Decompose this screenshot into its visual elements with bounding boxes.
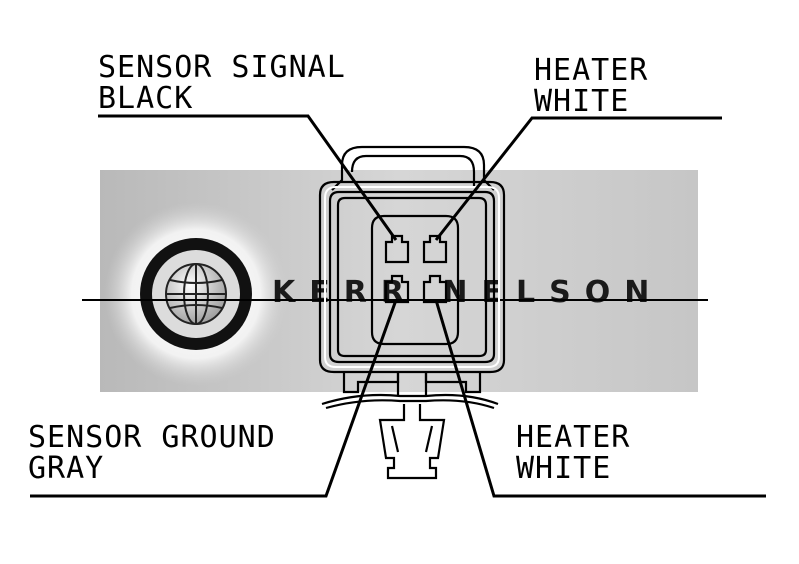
label-sensor-signal-color: BLACK <box>98 81 193 116</box>
label-heater-top-color: WHITE <box>534 84 629 119</box>
leader-sensor-signal <box>98 114 398 241</box>
connector-housing <box>318 145 506 480</box>
label-heater-bottom-color: WHITE <box>516 451 611 486</box>
label-heater-top-name: HEATER <box>534 53 648 88</box>
label-sensor-signal-name: SENSOR SIGNAL <box>98 50 346 85</box>
label-sensor-ground-name: SENSOR GROUND <box>28 420 276 455</box>
label-heater-top: HEATER WHITE <box>534 53 648 119</box>
label-sensor-ground-color: GRAY <box>28 451 104 486</box>
pin-heater-bottom <box>422 274 448 304</box>
leader-lines <box>30 114 766 498</box>
pin-sensor-ground <box>384 274 410 304</box>
leader-heater-top <box>434 116 722 241</box>
label-heater-bottom-name: HEATER <box>516 420 630 455</box>
label-sensor-ground: SENSOR GROUND GRAY <box>28 420 276 486</box>
globe-icon <box>140 238 252 350</box>
label-sensor-signal: SENSOR SIGNAL BLACK <box>98 50 346 116</box>
watermark-banner: KERR NELSON <box>82 170 708 392</box>
pin-sensor-signal <box>384 234 410 264</box>
label-heater-bottom: HEATER WHITE <box>516 420 630 486</box>
leader-heater-bottom <box>434 299 766 498</box>
brand-watermark: KERR NELSON <box>272 275 663 310</box>
leader-sensor-ground <box>30 299 398 498</box>
